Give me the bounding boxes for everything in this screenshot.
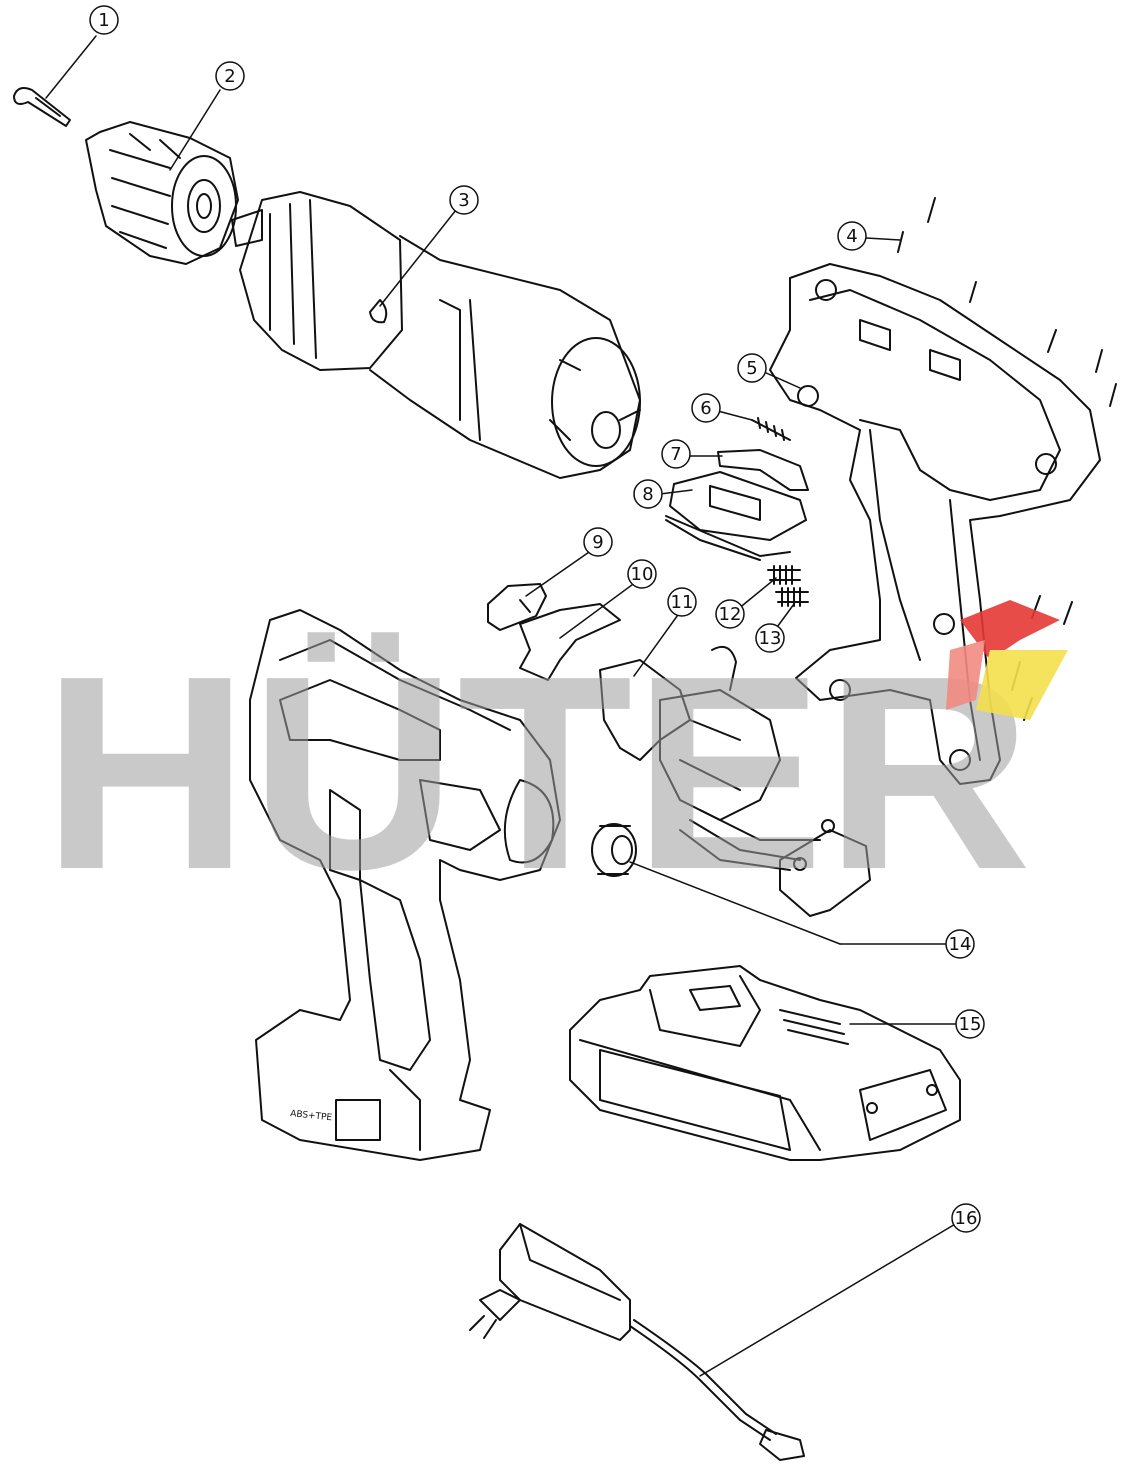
logo-accent bbox=[946, 600, 1068, 720]
callout-number: 8 bbox=[642, 484, 653, 505]
logo-yellow-shape bbox=[976, 650, 1068, 720]
callout-circle bbox=[951, 1203, 981, 1233]
callout-number: 6 bbox=[700, 398, 711, 419]
callout-number: 12 bbox=[719, 604, 742, 625]
callout-3: 3 bbox=[449, 185, 479, 215]
callout-circle bbox=[737, 353, 767, 383]
part-chuck bbox=[85, 121, 239, 265]
callout-number: 10 bbox=[631, 564, 654, 585]
part-springs-pair bbox=[767, 565, 809, 607]
part-housing-screws bbox=[897, 197, 1117, 721]
part-lever bbox=[717, 449, 809, 491]
callout-number: 14 bbox=[949, 934, 972, 955]
callout-7: 7 bbox=[661, 439, 691, 469]
callout-11: 11 bbox=[667, 587, 697, 617]
callout-16: 16 bbox=[951, 1203, 981, 1233]
logo-watermark: HÜTER bbox=[42, 619, 1032, 927]
callout-number: 5 bbox=[746, 358, 757, 379]
callout-number: 3 bbox=[458, 190, 469, 211]
callout-number: 9 bbox=[592, 532, 603, 553]
callout-circle bbox=[661, 439, 691, 469]
callout-circle bbox=[583, 527, 613, 557]
callout-circle bbox=[449, 185, 479, 215]
callout-6: 6 bbox=[691, 393, 721, 423]
part-plate bbox=[519, 603, 621, 681]
callout-number: 4 bbox=[846, 226, 857, 247]
callout-circle bbox=[667, 587, 697, 617]
part-charger bbox=[469, 1223, 805, 1461]
callout-number: 7 bbox=[670, 444, 681, 465]
callout-number: 13 bbox=[759, 628, 782, 649]
part-gearbox-motor bbox=[231, 191, 641, 479]
watermark-text: HÜTER bbox=[42, 619, 1032, 927]
callout-circle bbox=[215, 61, 245, 91]
callout-circle bbox=[627, 559, 657, 589]
part-bushing bbox=[591, 823, 637, 877]
callout-number: 15 bbox=[959, 1014, 982, 1035]
callout-circle bbox=[945, 929, 975, 959]
callout-number: 1 bbox=[98, 10, 109, 31]
callout-number: 16 bbox=[955, 1208, 978, 1229]
callout-number: 11 bbox=[671, 592, 694, 613]
callout-circle bbox=[691, 393, 721, 423]
callout-circle bbox=[837, 221, 867, 251]
callout-circle bbox=[633, 479, 663, 509]
part-spring bbox=[751, 417, 791, 441]
callout-15: 15 bbox=[955, 1009, 985, 1039]
callout-2: 2 bbox=[215, 61, 245, 91]
callout-5: 5 bbox=[737, 353, 767, 383]
callout-8: 8 bbox=[633, 479, 663, 509]
callout-1: 1 bbox=[89, 5, 119, 35]
part-battery bbox=[569, 965, 961, 1161]
callout-12: 12 bbox=[715, 599, 745, 629]
part-cap bbox=[487, 583, 547, 631]
leader-lines bbox=[45, 35, 963, 1377]
logo-pink-shape bbox=[946, 640, 985, 710]
callout-circle bbox=[955, 1009, 985, 1039]
callout-14: 14 bbox=[945, 929, 975, 959]
callout-10: 10 bbox=[627, 559, 657, 589]
callout-circle bbox=[89, 5, 119, 35]
callout-4: 4 bbox=[837, 221, 867, 251]
callout-9: 9 bbox=[583, 527, 613, 557]
callout-13: 13 bbox=[755, 623, 785, 653]
part-trigger-switch bbox=[599, 646, 821, 871]
part-connector-block bbox=[779, 819, 871, 917]
callout-circle bbox=[755, 623, 785, 653]
callout-circle bbox=[715, 599, 745, 629]
callout-number: 2 bbox=[224, 66, 235, 87]
housing-material-label: ABS+TPE bbox=[290, 1109, 333, 1123]
part-selector bbox=[665, 471, 807, 561]
part-screw bbox=[13, 87, 71, 127]
part-drill-body bbox=[249, 609, 561, 1161]
logo-red-shape bbox=[960, 600, 1060, 660]
